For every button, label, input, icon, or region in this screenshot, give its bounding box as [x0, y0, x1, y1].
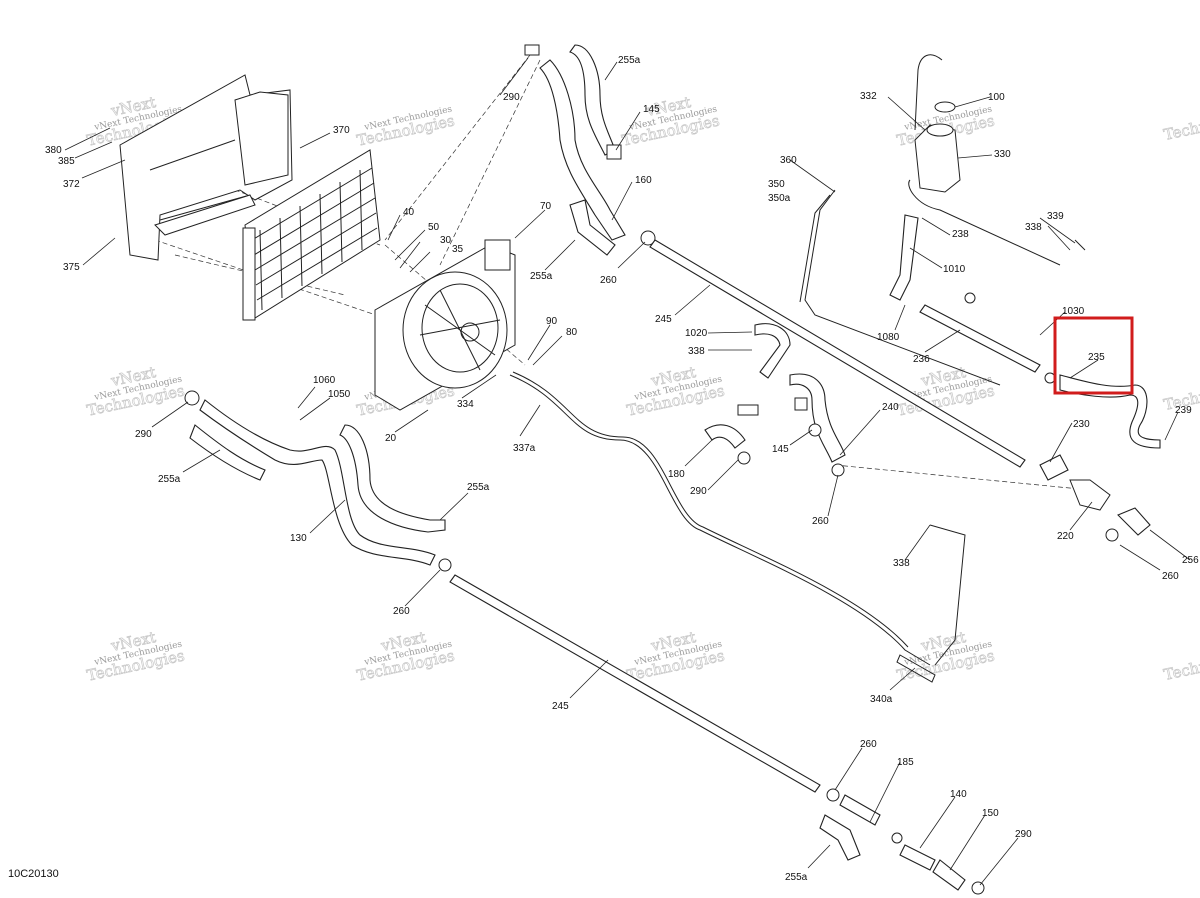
part-label-140: 140	[950, 789, 967, 800]
part-label-290: 290	[690, 486, 707, 497]
part-label-260: 260	[1162, 571, 1179, 582]
right-fittings	[1039, 372, 1161, 542]
part-label-20: 20	[385, 433, 397, 444]
part-label-150: 150	[982, 808, 999, 819]
part-label-220: 220	[1057, 531, 1074, 542]
part-label-255a: 255a	[530, 271, 553, 282]
part-label-334: 334	[457, 399, 474, 410]
part-label-255a: 255a	[158, 474, 181, 485]
part-label-238: 238	[952, 229, 969, 240]
watermark-text: Technologies	[1162, 106, 1200, 144]
part-label-260: 260	[393, 606, 410, 617]
part-label-1060: 1060	[313, 375, 336, 386]
part-label-236: 236	[913, 354, 930, 365]
part-label-185: 185	[897, 757, 914, 768]
bottom-fittings	[819, 788, 985, 895]
part-label-245: 245	[655, 314, 672, 325]
part-label-375: 375	[63, 262, 80, 273]
part-label-40: 40	[403, 207, 415, 218]
part-label-260: 260	[860, 739, 877, 750]
part-label-290: 290	[1015, 829, 1032, 840]
part-label-130: 130	[290, 533, 307, 544]
part-label-340a: 340a	[870, 694, 893, 705]
part-label-338: 338	[1025, 222, 1042, 233]
part-label-372: 372	[63, 179, 80, 190]
part-label-1010: 1010	[943, 264, 966, 275]
part-label-290: 290	[503, 92, 520, 103]
part-label-332: 332	[860, 91, 877, 102]
part-label-1050: 1050	[328, 389, 351, 400]
part-label-260: 260	[600, 275, 617, 286]
lower-left-hoses	[184, 390, 452, 572]
part-label-230: 230	[1073, 419, 1090, 430]
coolant-reservoir	[799, 54, 1086, 386]
part-label-50: 50	[428, 222, 440, 233]
part-label-240: 240	[882, 402, 899, 413]
part-label-1030: 1030	[1062, 306, 1085, 317]
reference-code: 10C20130	[8, 868, 59, 880]
leader-lines	[64, 57, 1191, 886]
part-label-337a: 337a	[513, 443, 536, 454]
part-label-30: 30	[440, 235, 452, 246]
part-label-350a: 350a	[768, 193, 791, 204]
part-label-180: 180	[668, 469, 685, 480]
part-label-385: 385	[58, 156, 75, 167]
part-label-145: 145	[772, 444, 789, 455]
watermark-text: Technologies	[1162, 646, 1200, 684]
upper-hoses	[524, 44, 656, 256]
radiator	[242, 149, 381, 321]
part-label-380: 380	[45, 145, 62, 156]
part-label-235: 235	[1088, 352, 1105, 363]
part-label-239: 239	[1175, 405, 1192, 416]
part-label-255a: 255a	[618, 55, 641, 66]
part-label-255a: 255a	[467, 482, 490, 493]
highlight-box	[1053, 316, 1134, 395]
part-label-370: 370	[333, 125, 350, 136]
center-fittings	[704, 323, 846, 477]
radiator-shroud	[119, 74, 293, 261]
part-label-145: 145	[643, 104, 660, 115]
part-label-290: 290	[135, 429, 152, 440]
part-label-1080: 1080	[877, 332, 900, 343]
part-label-338: 338	[893, 558, 910, 569]
part-labels: 380 385 372 375 370 290 255a 145 160 40 …	[45, 55, 1199, 883]
part-label-260: 260	[812, 516, 829, 527]
part-label-339: 339	[1047, 211, 1064, 222]
fan-assembly	[374, 239, 516, 411]
part-label-70: 70	[540, 201, 552, 212]
part-label-1020: 1020	[685, 328, 708, 339]
part-label-350: 350	[768, 179, 785, 190]
part-label-360: 360	[780, 155, 797, 166]
part-label-338: 338	[688, 346, 705, 357]
part-label-80: 80	[566, 327, 578, 338]
coolant-tubes	[449, 239, 1026, 793]
part-label-100: 100	[988, 92, 1005, 103]
part-label-255a: 255a	[785, 872, 808, 883]
part-label-245: 245	[552, 701, 569, 712]
part-label-35: 35	[452, 244, 464, 255]
part-label-90: 90	[546, 316, 558, 327]
part-label-160: 160	[635, 175, 652, 186]
part-label-256: 256	[1182, 555, 1199, 566]
part-label-330: 330	[994, 149, 1011, 160]
